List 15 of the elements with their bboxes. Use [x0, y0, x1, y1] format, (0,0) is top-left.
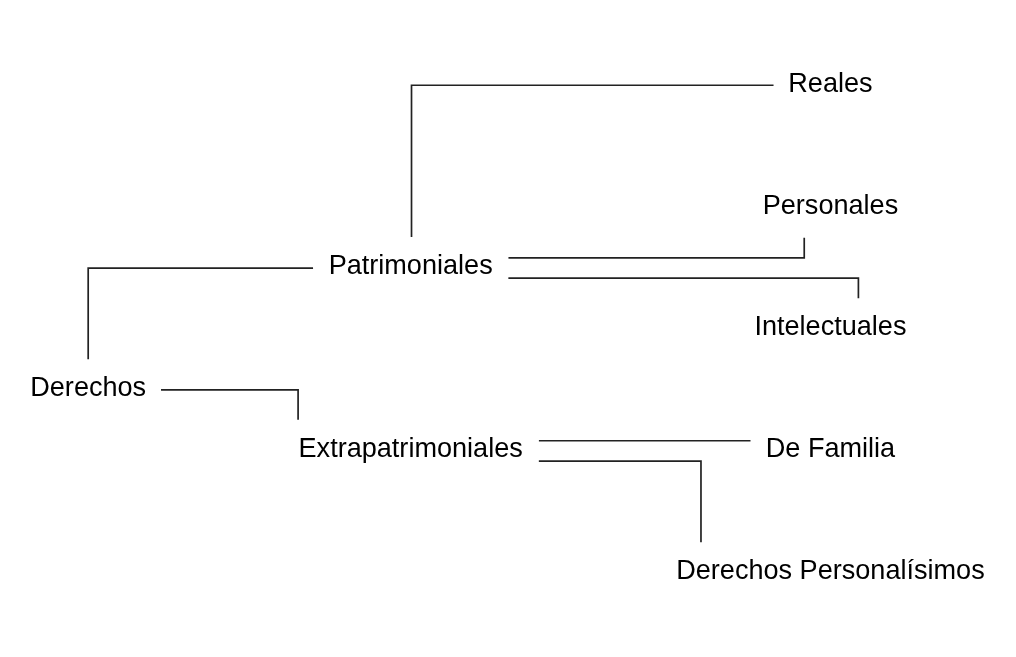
connector: [507, 276, 860, 299]
connector: [410, 83, 775, 238]
connector: [538, 459, 702, 543]
node-text: Derechos Personalísimos: [676, 553, 985, 585]
node-text: Intelectuales: [754, 309, 907, 341]
connector: [87, 266, 314, 360]
connector: [507, 236, 806, 259]
node-text: Reales: [788, 66, 873, 98]
node-text: De Familia: [765, 431, 896, 463]
node-text: Personales: [762, 188, 899, 220]
connector: [160, 388, 299, 421]
connector: [538, 439, 752, 442]
node-text: Derechos: [30, 370, 147, 402]
node-text: Patrimoniales: [328, 248, 493, 280]
node-text: Extrapatrimoniales: [298, 431, 523, 463]
